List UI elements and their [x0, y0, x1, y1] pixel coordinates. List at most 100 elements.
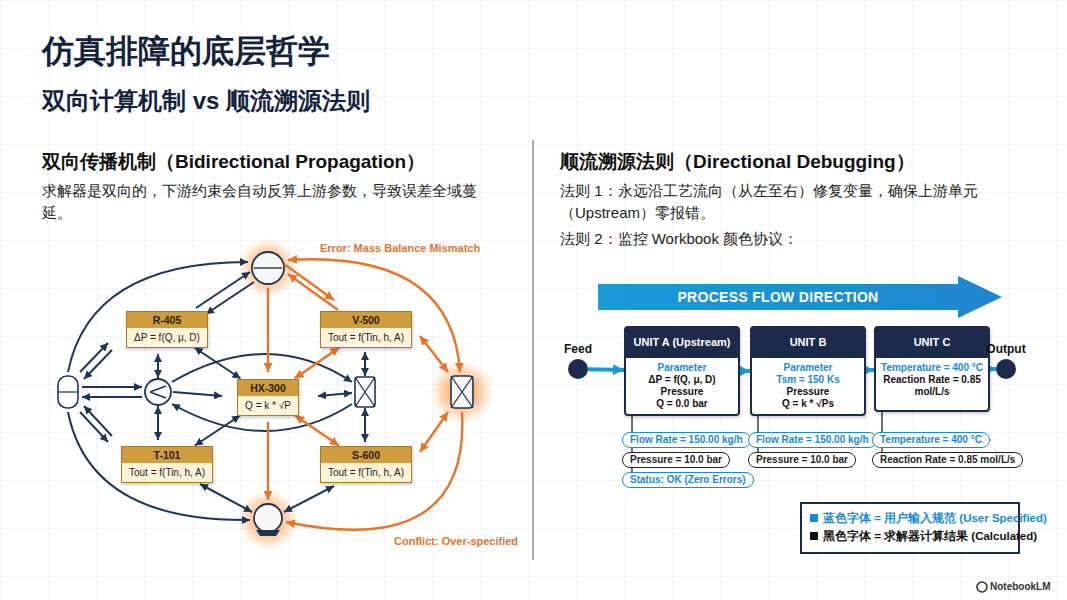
equation-box: HX-300Q = k * √P [237, 379, 299, 416]
node-text: Q = k * √Ps [757, 398, 859, 410]
node-text: Parameter [757, 362, 859, 374]
unit-block: UNIT A (Upstream)ParameterΔP = f(Q, μ, D… [624, 326, 740, 416]
node-text: Q = 0.0 bar [631, 398, 733, 410]
art-circle [254, 504, 282, 532]
watermark-icon [977, 582, 987, 592]
terminal-point: Feed [564, 342, 592, 379]
connector [881, 412, 882, 432]
node-text: Pressure [631, 386, 733, 398]
stream-tag: Flow Rate = 150.00 kg/h [622, 432, 751, 448]
stream-tag: Pressure = 10.0 bar [622, 452, 730, 468]
art-path [68, 262, 248, 372]
legend-swatch [810, 514, 818, 522]
connector [757, 416, 758, 432]
art-path [288, 274, 338, 310]
art-line [254, 267, 282, 268]
node-text: Temperature = 400 °C [880, 434, 982, 446]
art-path [150, 386, 166, 398]
stream-tag: Flow Rate = 150.00 kg/h [748, 432, 877, 448]
node-text: Tout = f(Tin, h, A) [321, 463, 411, 482]
node-text: R-405 [127, 312, 207, 328]
arrow-body [598, 276, 1002, 318]
art-path [267, 422, 269, 500]
art-path [284, 264, 334, 300]
section-heading: 双向传播机制（Bidirectional Propagation） [42, 148, 425, 176]
connector [588, 367, 624, 372]
node-text: Pressure [757, 386, 859, 398]
section-body: 求解器是双向的，下游约束会自动反算上游参数，导致误差全域蔓延。 [42, 180, 497, 224]
art-circle [145, 379, 171, 405]
art-path [206, 282, 254, 314]
node-text: Tout = f(Tin, h, A) [122, 463, 212, 482]
node-text: UNIT B [752, 328, 864, 358]
art-path [256, 530, 280, 536]
node-text: Temperature = 400 °C [881, 362, 983, 374]
art-path [82, 396, 142, 398]
unit-block: UNIT BParameterTsm = 150 KsPressureQ = k… [750, 326, 866, 416]
art-path [364, 352, 366, 376]
node-text: Reaction Rate = 0.85 mol/L/s [880, 454, 1015, 466]
node-text: Parameter [631, 362, 733, 374]
art-line [58, 391, 78, 392]
node-text: Pressure = 10.0 bar [756, 454, 848, 466]
section-heading: 顺流溯源法则（Directional Debugging） [560, 148, 915, 176]
connector [740, 369, 750, 373]
art-path [173, 392, 222, 396]
terminal-dot [568, 359, 588, 379]
node-text: ΔP = f(Q, μ, D) [127, 328, 207, 347]
node-text: ΔP = f(Q, μ, D) [631, 374, 733, 386]
node-text: Status: OK (Zero Errors) [630, 474, 746, 486]
node-text: Flow Rate = 150.00 kg/h [756, 434, 869, 446]
art-path [157, 406, 159, 440]
slide-title: 仿真排障的底层哲学 [42, 30, 330, 74]
art-rect [58, 376, 78, 408]
art-path [318, 393, 352, 396]
art-path [286, 412, 462, 530]
terminal-dot [996, 359, 1016, 379]
node-text: V-500 [321, 312, 411, 328]
legend-row: 蓝色字体 = 用户输入规范 (User Specified) [810, 510, 1010, 528]
equation-box: R-405ΔP = f(Q, μ, D) [126, 311, 208, 348]
node-text: Output [986, 342, 1025, 356]
art-path [68, 412, 250, 520]
art-path [157, 354, 159, 378]
art-circle [977, 582, 987, 592]
legend-swatch [810, 532, 818, 540]
unit-block: UNIT CTemperature = 400 °CReaction Rate … [874, 326, 990, 412]
unit-body: ParameterTsm = 150 KsPressureQ = k * √Ps [752, 358, 864, 414]
art-path [267, 288, 269, 372]
equation-box: T-101Tout = f(Tin, h, A) [121, 446, 213, 483]
stream-tag: Status: OK (Zero Errors) [622, 472, 754, 488]
connector [295, 348, 340, 379]
node-text: Tout = f(Tin, h, A) [321, 328, 411, 347]
art-path [420, 412, 448, 452]
node-text: Q = k * √P [238, 396, 298, 415]
equipment-symbols [58, 238, 494, 550]
divider [533, 140, 534, 560]
stream-tag: Pressure = 10.0 bar [748, 452, 856, 468]
legend-text: 黑色字体 = 求解器计算结果 (Calculated) [823, 530, 1037, 542]
unit-body: Temperature = 400 °CReaction Rate = 0.85… [876, 358, 988, 402]
connector [295, 416, 339, 446]
legend-text: 蓝色字体 = 用户输入规范 (User Specified) [823, 512, 1047, 524]
equation-box: S-600Tout = f(Tin, h, A) [320, 446, 412, 483]
error-note: Conflict: Over-specified [392, 534, 520, 550]
art-path [420, 336, 448, 372]
watermark: NotebookLM [990, 580, 1051, 595]
equation-box: V-500Tout = f(Tin, h, A) [320, 311, 412, 348]
stream-tag: Temperature = 400 °C [872, 432, 990, 448]
rule-text: 法则 1：永远沿工艺流向（从左至右）修复变量，确保上游单元（Upstream）零… [560, 180, 1030, 224]
art-path [200, 484, 252, 512]
art-path [84, 406, 112, 436]
terminal-point: Output [986, 342, 1025, 379]
slide-subtitle: 双向计算机制 vs 顺流溯源法则 [42, 84, 370, 119]
node-text: Reaction Rate = 0.85 mol/L/s [881, 374, 983, 398]
node-text: PROCESS FLOW DIRECTION [598, 284, 958, 310]
node-text: Pressure = 10.0 bar [630, 454, 722, 466]
art-path [364, 408, 366, 442]
art-path [355, 377, 375, 407]
art-path [82, 386, 142, 388]
node-text: Flow Rate = 150.00 kg/h [630, 434, 743, 446]
